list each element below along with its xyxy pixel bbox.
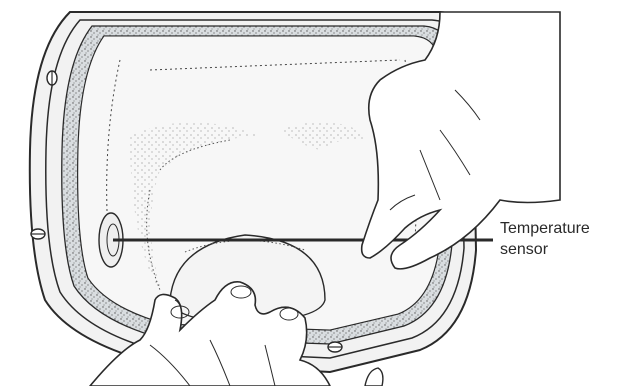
temperature-sensor-label: Temperature sensor — [500, 218, 590, 260]
screw-icon — [47, 71, 57, 85]
callout-label-line2: sensor — [500, 239, 590, 260]
screw-icon — [328, 342, 342, 352]
screw-icon — [31, 229, 45, 239]
callout-label-line1: Temperature — [500, 218, 590, 239]
bottom-right-fingertip — [365, 368, 383, 386]
